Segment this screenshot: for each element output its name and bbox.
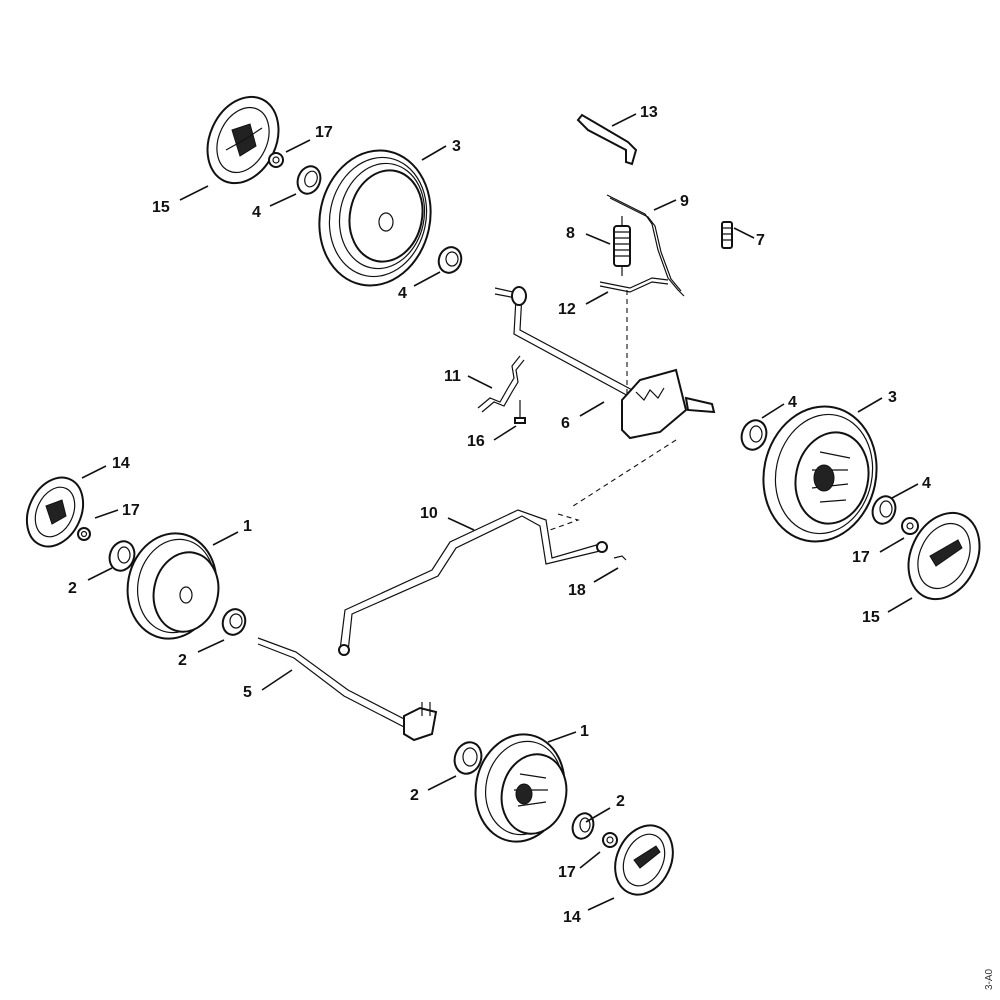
callout-nut-17-left: 17: [122, 502, 140, 519]
bearing-part-2-left-a: [108, 540, 136, 572]
drawing-code: 3-A0: [984, 968, 995, 990]
bearing-part-2-bottom-b: [571, 812, 595, 840]
axle-part-5: [257, 637, 438, 742]
callout-bearing-2-bottom-b: 2: [616, 793, 625, 810]
hubcap-part-15-top: [206, 95, 280, 185]
callout-nut-17-top: 17: [315, 124, 333, 141]
callout-spring-7: 7: [756, 232, 765, 249]
hubcap-part-14-left: [25, 476, 85, 548]
leader-lines: [81, 113, 919, 911]
wire-part-11: [477, 355, 525, 413]
bearing-part-2-left-b: [221, 608, 247, 636]
callout-bearing-4-top-a: 4: [252, 204, 261, 221]
callout-clip-12: 12: [558, 301, 576, 318]
callout-wheel-3-right: 3: [888, 389, 897, 406]
clip-part-18: [613, 555, 627, 561]
wheel-part-3-top: [318, 149, 432, 287]
pin-part-16: [514, 400, 526, 424]
nut-part-17-bottom: [602, 832, 618, 848]
bearing-part-4-right-a: [740, 419, 768, 451]
bearing-part-4-top-b: [437, 246, 463, 274]
callout-wheel-1-left: 1: [243, 518, 252, 535]
callout-wire-11: 11: [444, 368, 461, 385]
hubcap-part-14-bottom: [614, 824, 674, 896]
nut-part-17-top: [268, 152, 284, 168]
callout-bearing-4-top-b: 4: [398, 285, 407, 302]
wheel-part-3-right: [762, 405, 878, 543]
callout-spring-8: 8: [566, 225, 575, 242]
axle-part-10: [338, 509, 608, 656]
callout-axle-5: 5: [243, 684, 252, 701]
callout-hubcap-14-bottom: 14: [563, 909, 581, 926]
spring-part-7: [721, 221, 733, 249]
bearing-part-4-top-a: [296, 165, 322, 195]
bracket-part-13: [576, 113, 638, 166]
callout-axle-10: 10: [420, 505, 438, 522]
callout-pin-16: 16: [467, 433, 485, 450]
wheel-part-1-bottom: [474, 733, 568, 843]
callout-hubcap-15-right: 15: [862, 609, 880, 626]
callout-nut-17-right: 17: [852, 549, 870, 566]
bearing-part-4-right-b: [871, 495, 897, 525]
callout-clip-18: 18: [568, 582, 586, 599]
clip-part-12: [599, 277, 669, 293]
callout-nut-17-bottom: 17: [558, 864, 576, 881]
callout-bearing-4-right-a: 4: [788, 394, 797, 411]
callout-lever-6: 6: [561, 415, 570, 432]
callout-bearing-2-left-a: 2: [68, 580, 77, 597]
callout-bearing-2-left-b: 2: [178, 652, 187, 669]
callout-labels: 1 2 2 5 1 2 2 17 14 14 17 15 17 4 3 4 13…: [68, 104, 931, 926]
nut-part-17-left: [77, 527, 91, 541]
callout-hubcap-15-top: 15: [152, 199, 170, 216]
callout-wheel-3-top: 3: [452, 138, 461, 155]
callout-wheel-1-bottom: 1: [580, 723, 589, 740]
hubcap-part-15-right: [907, 511, 981, 601]
callout-bracket-13: 13: [640, 104, 658, 121]
rod-part-9: [606, 194, 685, 297]
wheel-part-1-left: [126, 532, 220, 640]
callout-hubcap-14-left: 14: [112, 455, 130, 472]
bearing-part-2-bottom-a: [453, 741, 483, 775]
callout-bearing-4-right-b: 4: [922, 475, 931, 492]
callout-bearing-2-bottom-a: 2: [410, 787, 419, 804]
callout-rod-9: 9: [680, 193, 689, 210]
axle-lever-part-6: [494, 286, 716, 509]
nut-part-17-right: [901, 517, 919, 535]
spring-part-8: [613, 216, 631, 276]
